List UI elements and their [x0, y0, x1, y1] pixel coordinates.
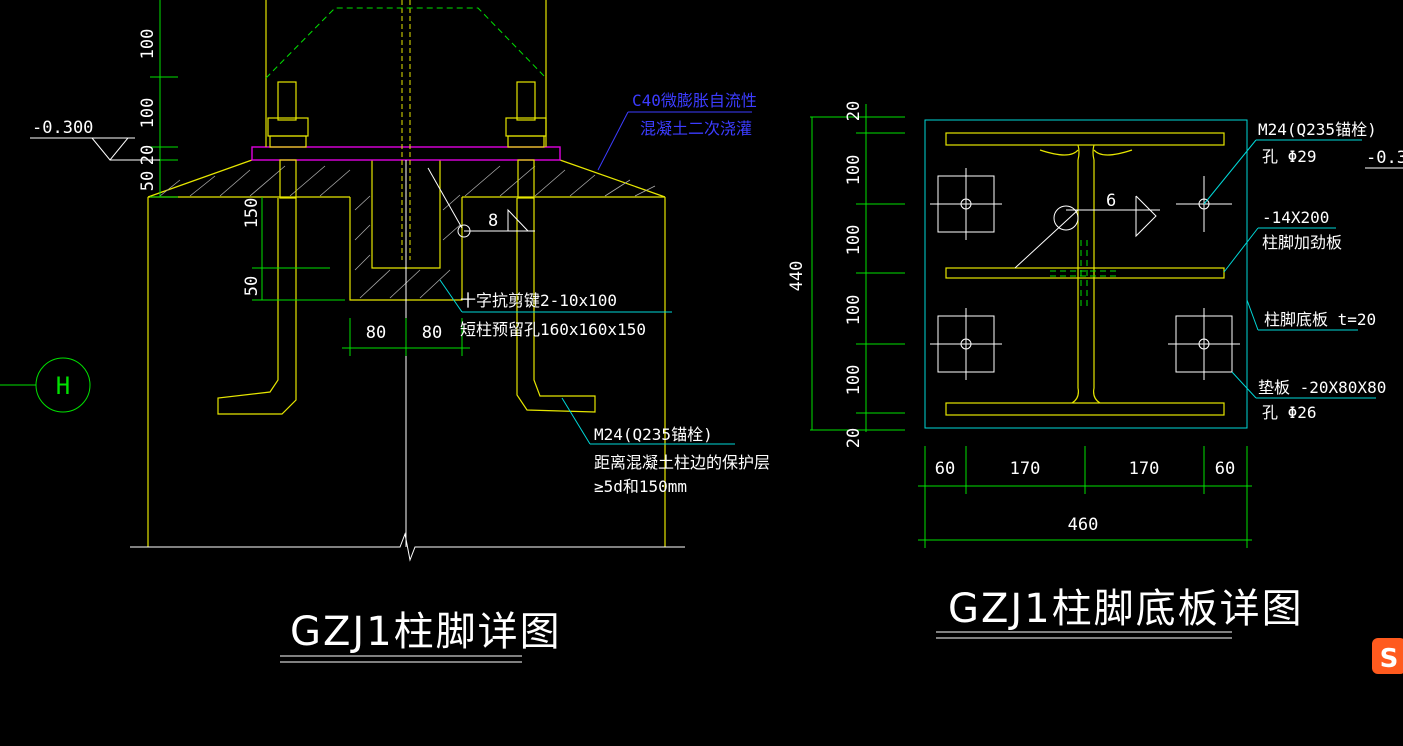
hdim-2: 80 [422, 323, 442, 343]
grout-note-2: 混凝土二次浇灌 [640, 119, 752, 138]
washer-bottom-left [930, 308, 1002, 380]
rvdim-6: 20 [844, 428, 864, 448]
vdim-4: 50 [138, 171, 158, 191]
weld-size-left: 8 [488, 211, 498, 231]
overall-width: 460 [1068, 515, 1099, 535]
anchor-hole-right: 孔 Φ29 [1262, 147, 1317, 166]
base-plate-plan: 6 20 100 100 100 100 20 440 [787, 101, 1403, 639]
vdim-6: 50 [242, 276, 262, 296]
rvdim-4: 100 [844, 295, 864, 326]
washer-label: 垫板 -20X80X80 [1258, 378, 1386, 397]
washer-hole: 孔 Φ26 [1262, 403, 1317, 422]
vdim-5: 150 [242, 198, 262, 229]
pocket-note: 短柱预留孔160x160x150 [460, 320, 646, 339]
shear-key-note: 十字抗剪键2-10x100 [460, 291, 617, 310]
elevation-mark-left [30, 137, 160, 161]
vdim-2: 100 [138, 98, 158, 129]
logo-letter: S [1380, 644, 1399, 674]
stiffener-name: 柱脚加劲板 [1262, 233, 1342, 252]
rhdim-4: 60 [1215, 459, 1235, 479]
vdim-3: 20 [138, 145, 158, 165]
anchor-note-1: M24(Q235锚栓) [594, 425, 713, 444]
left-detail-title: GZJ1柱脚详图 [290, 609, 562, 655]
rvdim-3: 100 [844, 225, 864, 256]
anchor-label-right: M24(Q235锚栓) [1258, 120, 1377, 139]
hdim-1: 80 [366, 323, 386, 343]
baseplate-label: 柱脚底板 t=20 [1264, 310, 1376, 329]
top-flange [945, 132, 1225, 146]
washer-bottom-right [1168, 308, 1240, 380]
elevation-label-right: -0.3 [1366, 148, 1403, 168]
horizontal-dimension-pocket [342, 318, 470, 356]
right-detail-title: GZJ1柱脚底板详图 [948, 586, 1304, 632]
grout-note-1: C40微膨胀自流性 [632, 91, 757, 110]
rvdim-5: 100 [844, 365, 864, 396]
grout-hatch [159, 165, 656, 299]
horizontal-dimension-chain-right [918, 446, 1252, 548]
stiffener-label: -14X200 [1262, 208, 1329, 227]
elevation-label-left: -0.300 [32, 118, 93, 138]
washer-top-left [930, 168, 1002, 240]
rhdim-3: 170 [1129, 459, 1160, 479]
anchor-bolt-left [217, 81, 309, 415]
rvdim-2: 100 [844, 155, 864, 186]
overall-height: 440 [787, 261, 807, 292]
base-plate [251, 146, 561, 161]
base-plate-outline [924, 119, 1248, 429]
anchor-bolt-right [505, 81, 596, 413]
anchor-note-3: ≥5d和150mm [594, 477, 687, 496]
axis-label: H [56, 372, 70, 400]
rvdim-1: 20 [844, 101, 864, 121]
stiffener-plate [945, 267, 1225, 279]
rhdim-2: 170 [1010, 459, 1041, 479]
vertical-dimension-chain [150, 0, 345, 301]
vertical-dimension-chain-right [810, 104, 905, 432]
column-base-section: 100 100 20 50 150 50 80 80 -0.300 H C40微… [0, 0, 770, 663]
weld-size-right: 6 [1106, 191, 1116, 211]
break-line [130, 532, 685, 562]
vdim-1: 100 [138, 29, 158, 60]
bottom-flange [945, 402, 1225, 416]
sogou-logo-icon: S [1372, 638, 1403, 674]
rhdim-1: 60 [935, 459, 955, 479]
anchor-note-2: 距离混凝土柱边的保护层 [594, 453, 770, 472]
web [1071, 144, 1101, 404]
